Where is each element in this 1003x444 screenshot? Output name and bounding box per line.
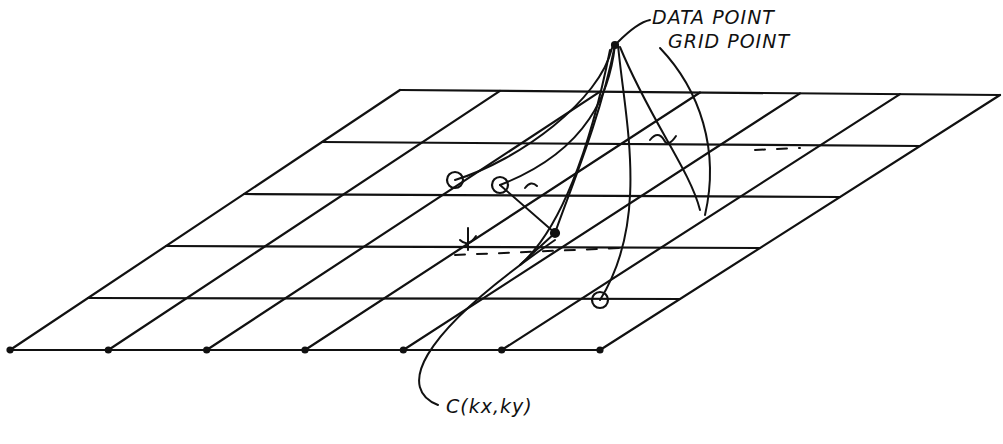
leader-line	[660, 48, 710, 215]
grid-point-label: GRID POINT	[668, 30, 790, 52]
grid-line	[244, 194, 840, 197]
grid-line	[207, 92, 600, 350]
leader-lines	[419, 20, 710, 405]
grid-line	[108, 91, 500, 350]
coefficient-label: C(kx,ky)	[446, 395, 533, 417]
projected-point	[551, 229, 559, 237]
distance-mark	[650, 135, 676, 143]
grid-line	[10, 90, 400, 350]
grid-tick	[303, 348, 308, 353]
grid-line	[166, 246, 760, 248]
grid-line	[305, 93, 700, 351]
grid-line	[502, 94, 900, 350]
grid-point-circles	[447, 42, 618, 308]
data-point-label: DATA POINT	[652, 6, 775, 28]
perspective-grid	[8, 90, 1001, 353]
leader-line	[618, 20, 650, 42]
grid-line	[600, 95, 1000, 350]
distance-mark	[460, 228, 476, 250]
peak-curves	[455, 45, 800, 300]
grid-line	[322, 142, 920, 146]
leader-line	[419, 240, 555, 405]
grid-tick	[499, 348, 504, 353]
dashed-line	[755, 148, 800, 150]
grid-line	[400, 90, 1000, 95]
grid-tick	[598, 348, 603, 353]
grid-point-circle	[492, 177, 508, 193]
curve	[600, 45, 630, 300]
grid-tick	[401, 348, 406, 353]
grid-point-circle	[592, 292, 608, 308]
grid-tick	[106, 348, 111, 353]
grid-tick	[204, 348, 209, 353]
data-point	[612, 42, 618, 48]
grid-tick	[8, 348, 13, 353]
grid-point-circle	[447, 172, 463, 188]
curve	[520, 50, 610, 265]
curve	[620, 47, 700, 210]
distance-mark	[525, 183, 537, 188]
curve	[455, 48, 612, 180]
